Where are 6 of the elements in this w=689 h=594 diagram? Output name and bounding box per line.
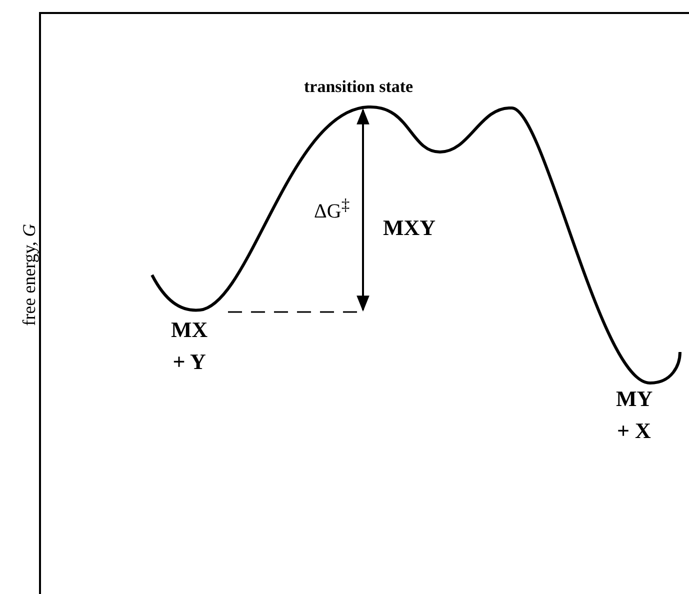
state-label: MX + Y: [171, 316, 208, 376]
state-label: transition state: [304, 78, 414, 97]
state-label: MY + X: [616, 385, 652, 445]
axis-title: free energy, G: [20, 222, 40, 328]
state-label: MXY: [383, 216, 436, 240]
free-energy-change-label: ΔG$^{‡}$: [314, 196, 350, 223]
